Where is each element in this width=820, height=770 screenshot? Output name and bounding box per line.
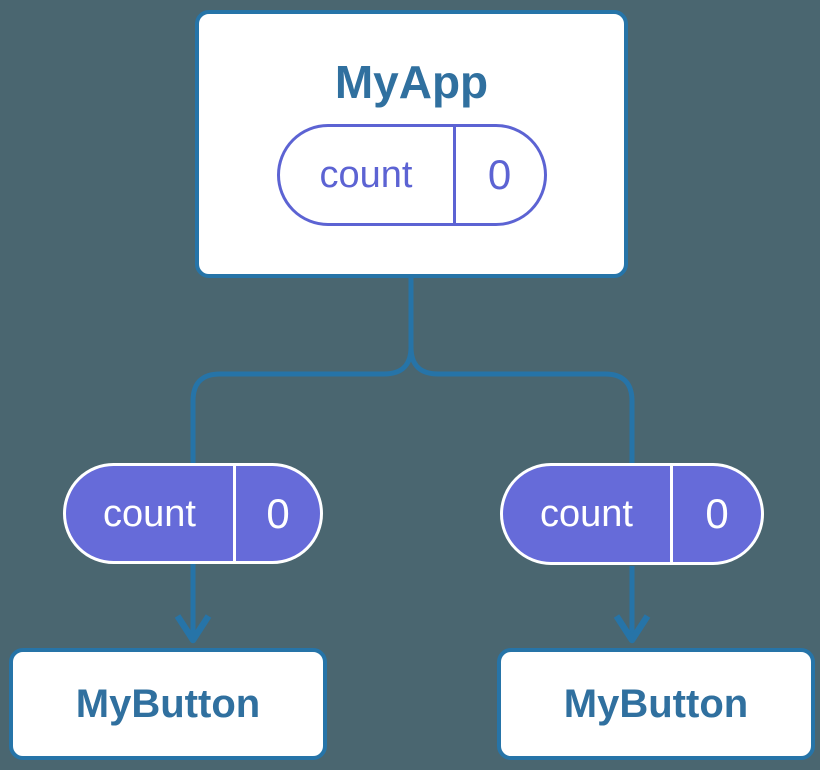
prop-pill-left: count 0: [63, 463, 323, 564]
prop-pill-right: count 0: [500, 463, 764, 565]
node-myapp-label: MyApp: [334, 56, 489, 108]
prop-pill-key: count: [103, 492, 196, 535]
pill-divider: [670, 466, 673, 562]
pill-divider: [452, 126, 456, 223]
node-mybutton-left: MyButton: [9, 648, 327, 760]
edge-root-to-right-pill: [408, 346, 635, 463]
pill-divider: [233, 466, 236, 561]
arrow-left-head-icon: [174, 614, 212, 644]
edge-root-to-left-pill: [190, 278, 414, 463]
node-mybutton-right: MyButton: [497, 648, 815, 760]
prop-pill-key: count: [540, 493, 633, 535]
state-pill-myapp: count 0: [276, 123, 547, 226]
node-mybutton-label: MyButton: [563, 681, 749, 726]
state-pill-key: count: [319, 153, 413, 196]
node-mybutton-label: MyButton: [75, 681, 261, 726]
node-myapp: MyApp count 0: [195, 10, 628, 278]
prop-pill-value: 0: [266, 489, 290, 537]
prop-pill-value: 0: [705, 490, 729, 537]
state-pill-value: 0: [487, 150, 512, 198]
arrow-right-head-icon: [613, 614, 651, 644]
